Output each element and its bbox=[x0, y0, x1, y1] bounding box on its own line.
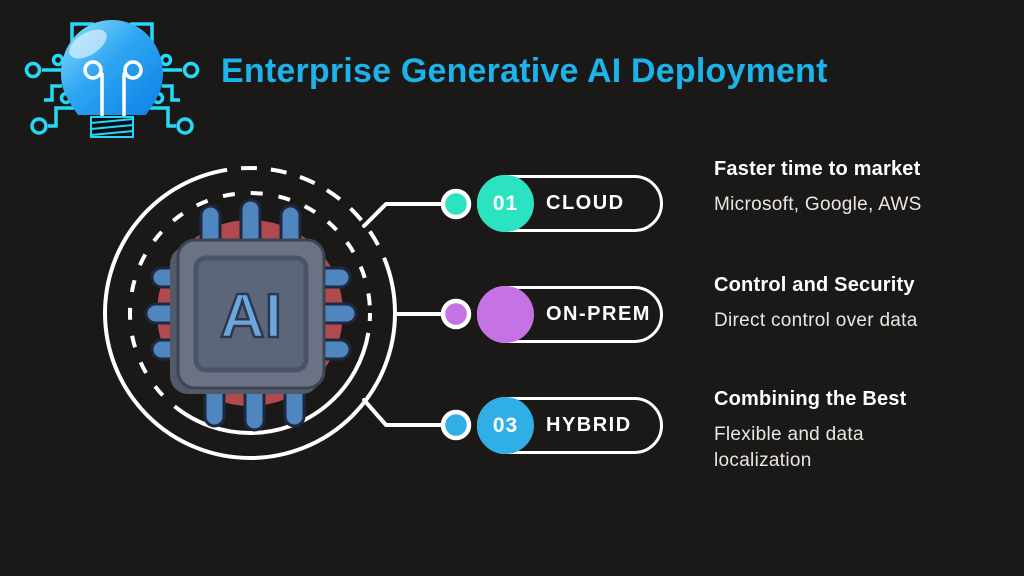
connector-top bbox=[362, 202, 443, 228]
dot-onprem bbox=[445, 303, 467, 325]
bulb-base bbox=[90, 116, 134, 138]
info-heading: Control and Security bbox=[714, 274, 915, 296]
connector-lines bbox=[362, 202, 443, 427]
pill-cloud-badge: 01 bbox=[477, 175, 534, 232]
chip-label: AI bbox=[220, 282, 282, 351]
pill-onprem-badge bbox=[477, 286, 534, 343]
pill-hybrid-label: HYBRID bbox=[546, 414, 632, 436]
pill-hybrid: 03 HYBRID bbox=[477, 397, 663, 454]
connector-bottom bbox=[362, 398, 443, 427]
info-block-cloud: Faster time to market Microsoft, Google,… bbox=[714, 158, 964, 218]
dot-cloud-ring bbox=[440, 188, 472, 220]
info-block-onprem: Control and Security Direct control over… bbox=[714, 274, 964, 334]
info-block-hybrid: Combining the Best Flexible and data loc… bbox=[714, 388, 964, 473]
chip-recess bbox=[193, 255, 309, 373]
info-heading: Faster time to market bbox=[714, 158, 921, 180]
dot-hybrid bbox=[445, 414, 467, 436]
dot-cloud bbox=[445, 193, 467, 215]
circuit-traces-left bbox=[24, 22, 94, 135]
connector-dots bbox=[440, 188, 472, 441]
lightbulb-circuit-icon bbox=[24, 20, 200, 138]
pill-cloud: 01 CLOUD bbox=[477, 175, 663, 232]
pill-hybrid-number: 03 bbox=[492, 413, 519, 437]
info-description: Microsoft, Google, AWS bbox=[714, 194, 922, 215]
pill-onprem-label: ON-PREM bbox=[546, 303, 651, 325]
inner-ring bbox=[128, 191, 372, 435]
pill-cloud-number: 01 bbox=[492, 191, 519, 215]
pill-hybrid-badge: 03 bbox=[477, 397, 534, 454]
info-heading: Combining the Best bbox=[714, 388, 907, 410]
dot-hybrid-ring bbox=[440, 409, 472, 441]
ai-chip-illustration: AI bbox=[144, 198, 358, 432]
pill-onprem: ON-PREM bbox=[477, 286, 663, 343]
info-description: Direct control over data bbox=[714, 310, 918, 331]
dot-onprem-ring bbox=[440, 298, 472, 330]
bulb-highlight bbox=[69, 29, 107, 59]
bulb-filament bbox=[83, 60, 143, 117]
page-title: Enterprise Generative AI Deployment bbox=[221, 52, 828, 90]
pill-cloud-label: CLOUD bbox=[546, 192, 625, 214]
info-description: Flexible and data localization bbox=[714, 424, 864, 471]
